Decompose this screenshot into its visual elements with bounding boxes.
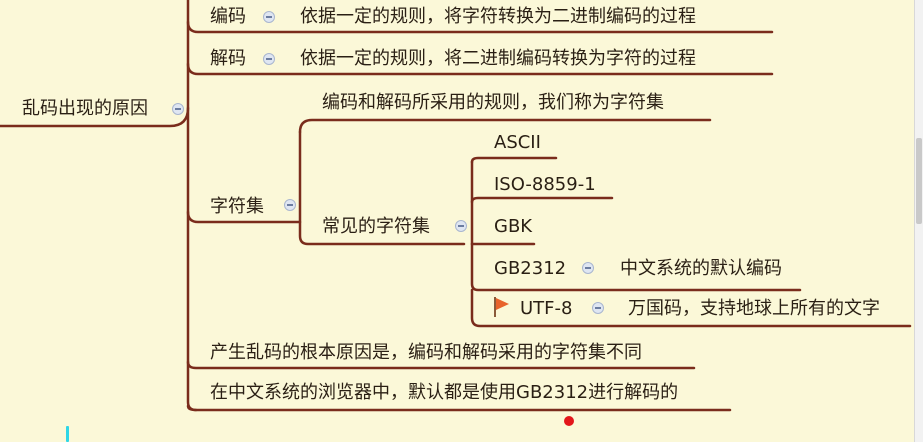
root-cause-node[interactable]: 产生乱码的根本原因是，编码和解码采用的字符集不同 xyxy=(210,342,642,363)
charset-item-iso-8859-1[interactable]: ISO-8859-1 xyxy=(494,174,596,195)
red-marker-dot xyxy=(564,416,574,426)
root-node[interactable]: 乱码出现的原因 xyxy=(22,98,148,119)
browser-note-node[interactable]: 在中文系统的浏览器中，默认都是使用GB2312进行解码的 xyxy=(210,382,679,403)
collapse-toggle-icon[interactable] xyxy=(592,302,604,314)
charset-node[interactable]: 字符集 xyxy=(210,196,264,217)
encode-node[interactable]: 编码 xyxy=(210,6,246,27)
charset-item-ascii[interactable]: ASCII xyxy=(494,132,541,153)
utf-8-description[interactable]: 万国码，支持地球上所有的文字 xyxy=(628,298,880,319)
charset-item-gb2312[interactable]: GB2312 xyxy=(494,258,567,279)
collapse-toggle-icon[interactable] xyxy=(582,262,594,274)
collapse-toggle-icon[interactable] xyxy=(284,199,296,211)
cursor-mark xyxy=(66,426,69,442)
vertical-scrollbar[interactable] xyxy=(914,0,923,442)
collapse-toggle-icon[interactable] xyxy=(263,53,275,65)
charset-item-utf-8[interactable]: UTF-8 xyxy=(520,298,573,319)
collapse-toggle-icon[interactable] xyxy=(455,220,467,232)
charset-definition[interactable]: 编码和解码所采用的规则，我们称为字符集 xyxy=(322,92,664,113)
collapse-toggle-icon[interactable] xyxy=(172,103,184,115)
encode-description[interactable]: 依据一定的规则，将字符转换为二进制编码的过程 xyxy=(300,6,696,27)
scrollbar-thumb[interactable] xyxy=(916,138,922,224)
gb2312-description[interactable]: 中文系统的默认编码 xyxy=(620,258,782,279)
charset-item-gbk[interactable]: GBK xyxy=(494,216,533,237)
collapse-toggle-icon[interactable] xyxy=(263,11,275,23)
decode-node[interactable]: 解码 xyxy=(210,48,246,69)
decode-description[interactable]: 依据一定的规则，将二进制编码转换为字符的过程 xyxy=(300,48,696,69)
flag-icon xyxy=(494,297,509,317)
common-charsets-node[interactable]: 常见的字符集 xyxy=(322,216,430,237)
